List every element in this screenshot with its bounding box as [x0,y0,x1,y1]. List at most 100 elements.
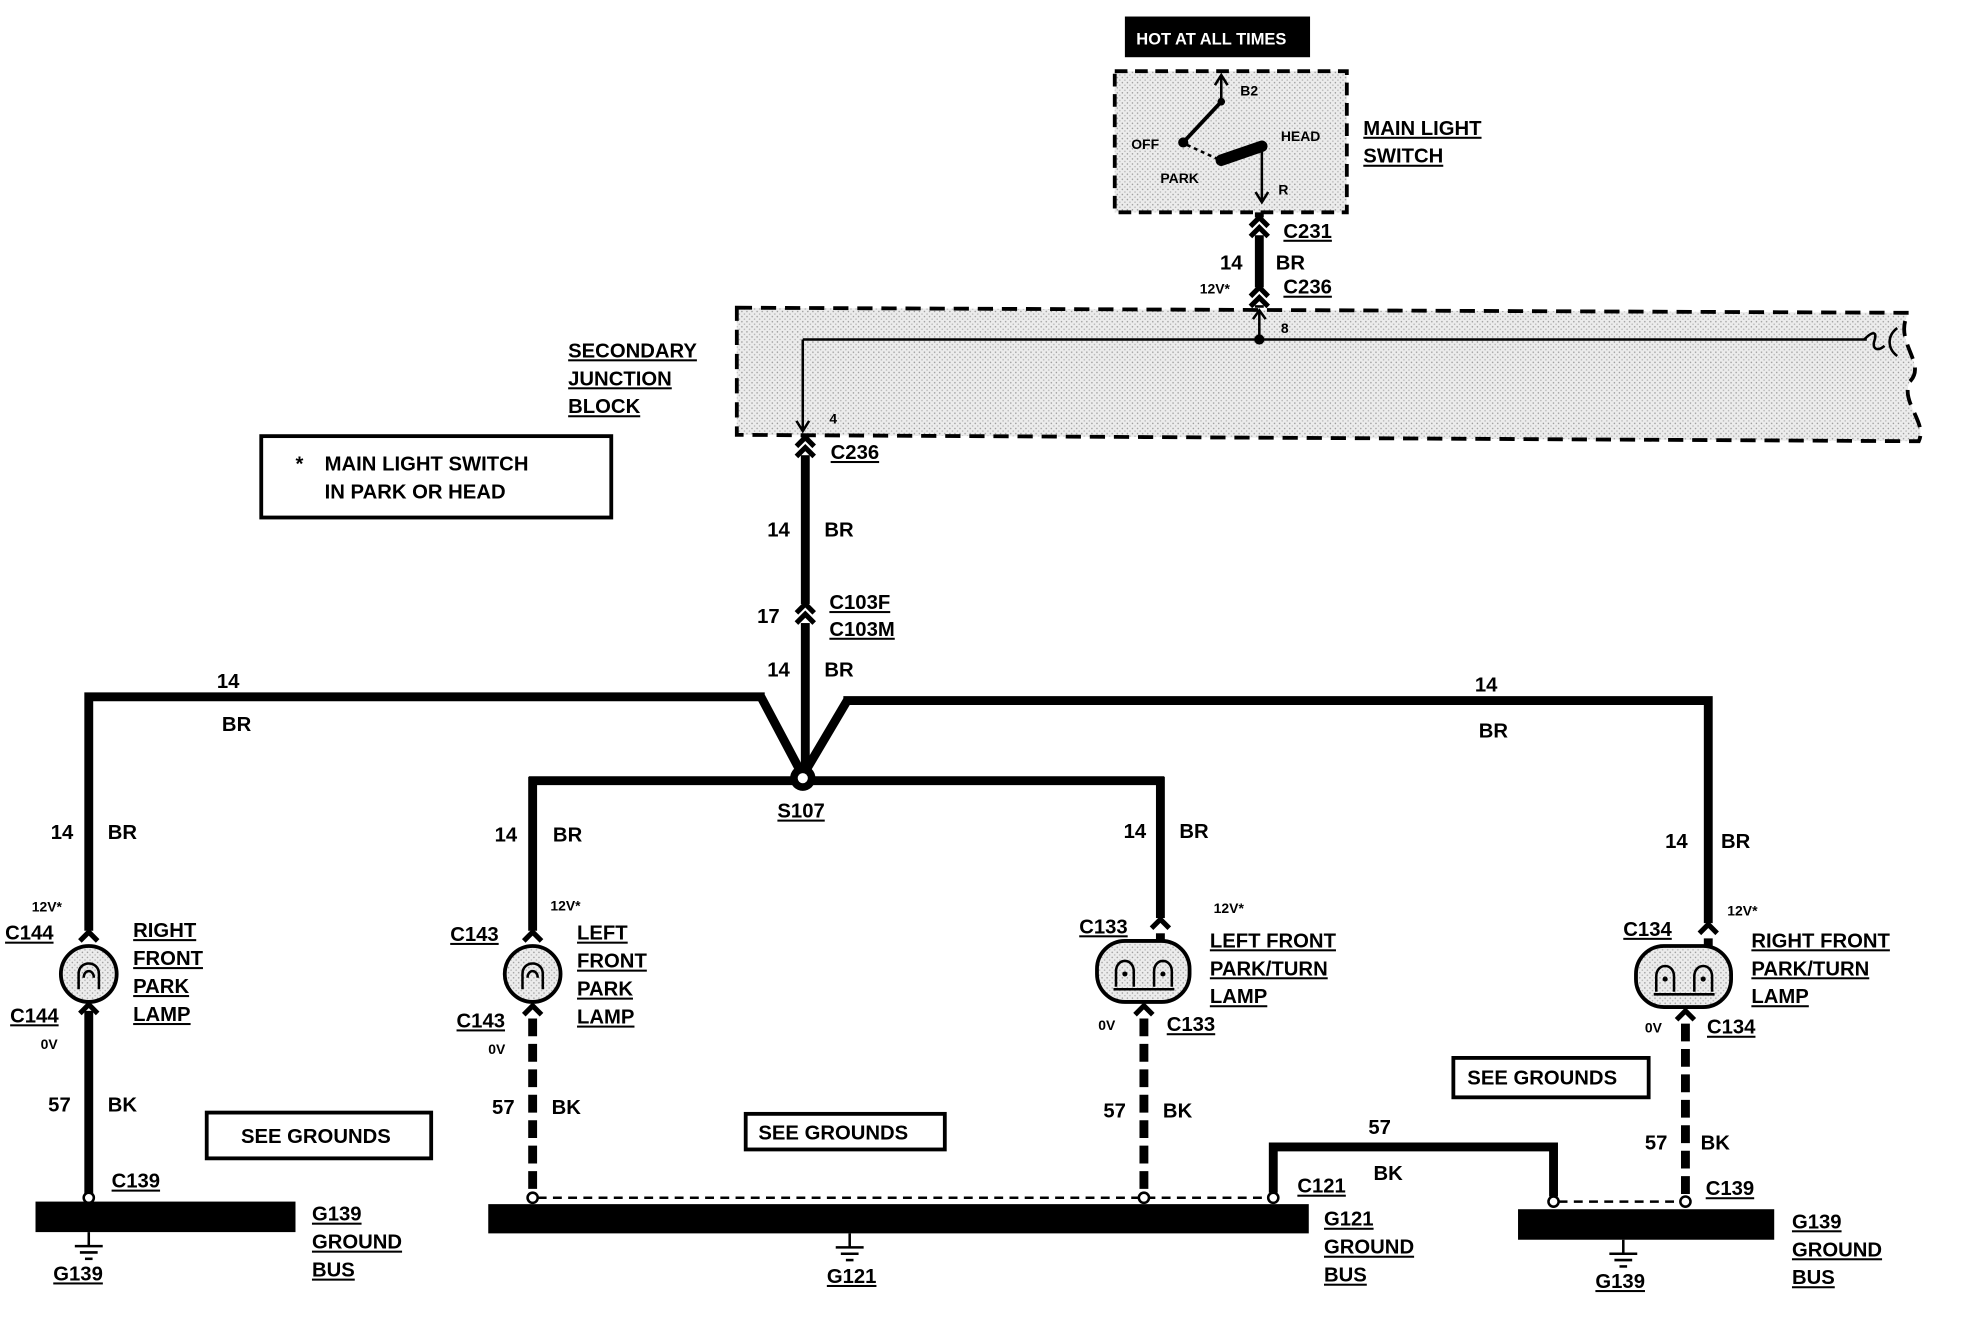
lamp-connector-in-label: C134 [1623,919,1672,941]
main-light-switch-title-line1: MAIN LIGHT [1363,118,1482,140]
connector-c236-bottom-icon [794,433,816,459]
feed-lower-gauge: 14 [767,659,790,681]
ground-bus-label-line3: BUS [1324,1265,1367,1287]
connector-male-chevron [794,610,816,625]
note-line2: IN PARK OR HEAD [325,481,506,503]
connector-chevron [78,1000,100,1016]
lamp-connector-in-icon [1149,915,1172,934]
lamp-name-line3: PARK [577,979,633,1001]
switch-wire-color: BR [1276,253,1306,275]
ground-icon [74,1232,103,1261]
ground-bus-label-line1: G139 [312,1204,362,1226]
ground-bus-label-line2: GROUND [1324,1237,1414,1259]
block-pin-out-label: 4 [829,410,837,426]
lamp-connector-out-label: C144 [10,1005,59,1027]
connector-c231-label: C231 [1283,221,1331,243]
lamp-connector-in-label: C133 [1079,916,1127,938]
lamp-ground-gauge: 57 [1645,1132,1668,1154]
lamp-ground-color: BK [108,1094,138,1116]
lamp-name-line1: LEFT [577,923,628,945]
connector-c103m-label: C103M [829,619,894,641]
switch-park-label: PARK [1160,170,1198,186]
connector-chevron [521,1002,544,1017]
ground-bus-label-line2: GROUND [1792,1239,1882,1261]
park-bulb-icon [58,944,119,1004]
note-box [259,434,614,520]
see-grounds-box-left [204,1110,434,1161]
see-grounds-box-center [743,1111,947,1152]
connector-c103-pin: 17 [757,606,780,628]
connector-female-chevron [1248,283,1270,299]
right-trunk-gauge: 14 [1475,675,1498,697]
see-grounds-label-left: SEE GROUNDS [241,1126,391,1148]
lamp-voltage-on: 12V* [32,899,63,915]
lamp-connector-in-icon [521,928,544,947]
block-pin-in-label: 8 [1281,320,1289,336]
lamp-feed-gauge: 14 [51,822,74,844]
junction-block-title-line1: SECONDARY [568,340,697,362]
ground-connector-label: C139 [112,1171,160,1193]
connector-chevron [1149,915,1172,931]
bulb-filament-icon [77,962,101,990]
lamp-name-line2: FRONT [133,948,203,970]
ground-icon [1609,1239,1638,1268]
switch-off-label: OFF [1131,136,1159,152]
feed-upper-gauge: 14 [767,520,790,542]
lamp-name-line2: PARK/TURN [1210,958,1328,980]
lamp-name-line3: PARK [133,976,189,998]
junction-block-title-line3: BLOCK [568,396,640,418]
hot-at-all-times-box [1124,16,1311,58]
switch-wire-voltage: 12V* [1200,281,1231,297]
lamp-name-line3: LAMP [1210,986,1267,1008]
hot-at-all-times-label: HOT AT ALL TIMES [1136,30,1286,48]
switch-b2-arrow-icon [1213,72,1229,86]
lamp-feed-color: BR [553,825,583,847]
switch-pivot-dot [1178,137,1189,148]
ground-bus-g139-right: C139 G139 G139 GROUND BUS [1518,1178,1882,1293]
connector-c103f-label: C103F [829,592,890,614]
connector-chevron [1697,920,1719,936]
switch-b2-label: B2 [1240,82,1258,98]
lamp-ground-gauge: 57 [48,1094,71,1116]
lamp-name-line1: RIGHT [133,920,197,942]
connector-male-chevron [1248,293,1270,309]
left-trunk-diagonal [757,694,807,778]
block-bus-break-icon [1863,327,1899,358]
lamp-name-line3: LAMP [1751,986,1808,1008]
right-trunk-color: BR [1479,720,1509,742]
lamp-connector-out-icon [1674,1007,1697,1022]
ground-bus-label-line3: BUS [312,1260,355,1282]
lamp-voltage-on: 12V* [550,897,581,913]
lamp-left-front-park: 14 BR 12V* C143 C143 0V 57 BK LEFT FRONT… [450,825,647,1193]
lamp-connector-in-label: C144 [5,923,54,945]
lamp-name-line1: RIGHT FRONT [1751,930,1890,952]
see-grounds-label-right: SEE GROUNDS [1467,1068,1617,1090]
lamp-feed-gauge: 14 [495,825,518,847]
lamp-ground-gauge: 57 [492,1097,515,1119]
bulb-filament-icon [1653,964,1715,996]
ground-jumper-wire [1268,1142,1558,1197]
lamp-feed-gauge: 14 [1665,831,1688,853]
feed-upper-color: BR [824,520,854,542]
connector-c236-top-label: C236 [1283,277,1331,299]
ground-connector-marker [1679,1195,1692,1208]
lamp-name-line2: PARK/TURN [1751,958,1869,980]
lamp-name-line4: LAMP [133,1004,190,1026]
splice-s107-label: S107 [777,801,824,823]
switch-head-label: HEAD [1281,128,1320,144]
ground-connector-marker [526,1191,539,1205]
lamp-voltage-off: 0V [41,1036,59,1052]
block-pin8-arrow-icon [1251,308,1267,320]
ground-bus-label-line2: GROUND [312,1232,402,1254]
main-light-switch-title-line2: SWITCH [1363,146,1443,168]
connector-female-chevron [1248,213,1270,229]
lamp-connector-out-icon [521,1002,544,1017]
connector-chevron [78,928,100,943]
connector-c103-icon [794,600,816,625]
lamp-connector-out-icon [78,1000,100,1016]
lamp-name-line1: LEFT FRONT [1210,930,1337,952]
ground-bus-g139-left: C139 G139 G139 GROUND BUS [35,1171,402,1285]
lamp-connector-out-label: C143 [457,1010,505,1032]
ground-connector-marker [1547,1195,1560,1208]
lamp-right-front-park: 14 BR 12V* C144 C144 0V 57 BK RIGHT FRON… [5,822,204,1197]
